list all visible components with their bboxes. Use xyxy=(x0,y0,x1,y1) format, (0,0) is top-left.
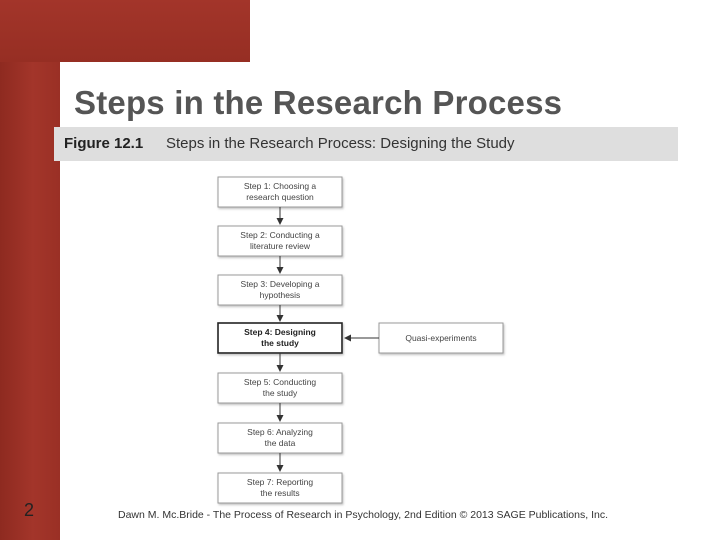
step-3-line-1: Step 3: Developing a xyxy=(241,279,320,289)
step-box-3: Step 3: Developing a hypothesis xyxy=(217,274,343,306)
slide-title: Steps in the Research Process xyxy=(74,84,563,121)
step-3-line-2: hypothesis xyxy=(260,290,301,300)
figure-caption-bar: Figure 12.1 Steps in the Research Proces… xyxy=(54,127,678,161)
step-box-6: Step 6: Analyzing the data xyxy=(217,422,343,454)
step-4-line-2: the study xyxy=(261,338,299,348)
step-box-2: Step 2: Conducting a literature review xyxy=(217,225,343,257)
left-accent-band xyxy=(0,0,60,540)
figure-label: Figure 12.1 xyxy=(64,135,144,152)
side-box-quasi-experiments: Quasi-experiments xyxy=(378,322,504,354)
step-5-line-1: Step 5: Conducting xyxy=(244,377,317,387)
step-6-line-2: the data xyxy=(265,438,296,448)
step-7-line-2: the results xyxy=(260,488,299,498)
step-5-line-2: the study xyxy=(263,388,298,398)
step-1-line-1: Step 1: Choosing a xyxy=(244,181,317,191)
side-box-label: Quasi-experiments xyxy=(405,333,476,343)
figure-caption: Steps in the Research Process: Designing… xyxy=(166,135,515,152)
step-box-1: Step 1: Choosing a research question xyxy=(217,176,343,208)
step-2-line-1: Step 2: Conducting a xyxy=(240,230,320,240)
step-4-line-1: Step 4: Designing xyxy=(244,327,316,337)
slide-number: 2 xyxy=(24,500,35,520)
step-7-line-1: Step 7: Reporting xyxy=(247,477,313,487)
footer-citation: Dawn M. Mc.Bride - The Process of Resear… xyxy=(118,509,608,521)
step-box-4: Step 4: Designing the study xyxy=(217,322,343,354)
step-box-5: Step 5: Conducting the study xyxy=(217,372,343,404)
step-1-line-2: research question xyxy=(246,192,314,202)
step-6-line-1: Step 6: Analyzing xyxy=(247,427,313,437)
step-box-7: Step 7: Reporting the results xyxy=(217,472,343,504)
step-2-line-2: literature review xyxy=(250,241,311,251)
top-accent-band xyxy=(0,0,250,62)
